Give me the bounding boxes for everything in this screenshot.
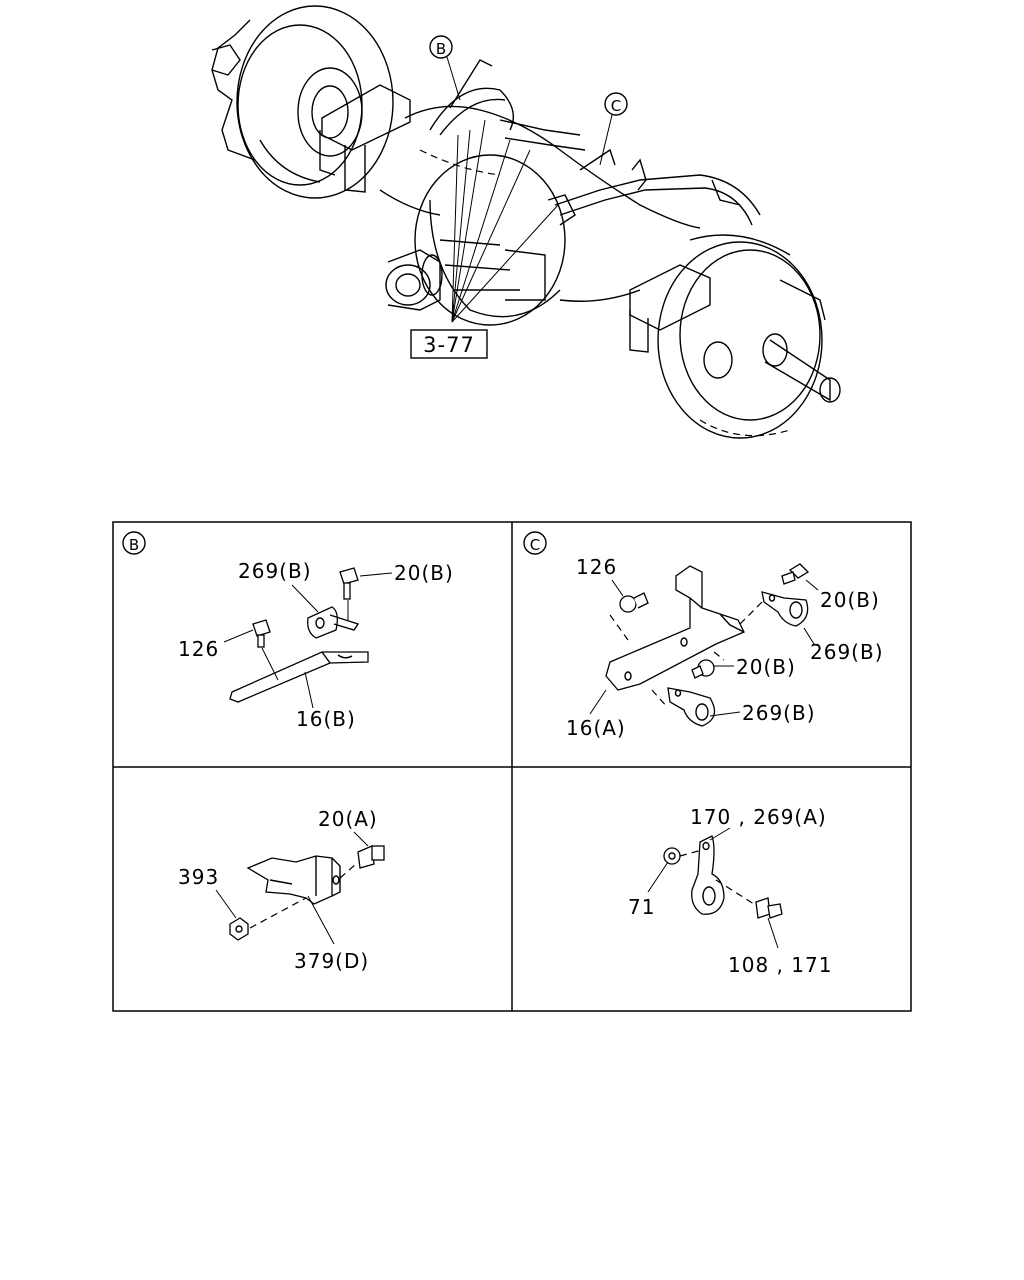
- svg-text:20(B): 20(B): [820, 588, 880, 612]
- bolt-20b-top: [781, 563, 810, 585]
- svg-text:126: 126: [576, 555, 617, 579]
- axle-housing-lower: [379, 189, 641, 302]
- clip-170-269a: [691, 835, 725, 915]
- detail-grid: [112, 521, 912, 1012]
- panel-b: B 269(B) 20(B) 126 16(B): [122, 531, 454, 731]
- callout-b: B: [429, 35, 461, 101]
- svg-text:20(B): 20(B): [394, 561, 454, 585]
- svg-text:3-77: 3-77: [423, 333, 475, 357]
- panel-e: 170 , 269(A) 71 108 , 171: [628, 805, 832, 977]
- svg-text:269(B): 269(B): [238, 559, 312, 583]
- svg-text:393: 393: [178, 865, 219, 889]
- panel-b-letter: B: [122, 531, 146, 555]
- washer-71: [663, 847, 681, 865]
- ref-box-3-77: 3-77: [410, 329, 488, 359]
- svg-text:269(B): 269(B): [742, 701, 816, 725]
- bolt-20b-mid: [691, 659, 715, 679]
- panel-c: C: [523, 531, 884, 740]
- bracket-16a: [605, 565, 745, 691]
- bracket-379d: [246, 855, 341, 905]
- axle-overview-drawing: [211, 5, 841, 439]
- panel-c-letter: C: [523, 531, 547, 555]
- svg-text:B: B: [436, 40, 446, 58]
- bolt-108-171: [755, 897, 783, 919]
- right-spindle: [762, 333, 841, 403]
- differential-carrier: [414, 154, 566, 326]
- left-brake-drum: [211, 5, 394, 199]
- brake-pipe-routing: [429, 59, 761, 226]
- svg-text:269(B): 269(B): [810, 640, 884, 664]
- svg-text:C: C: [611, 97, 621, 115]
- bolt-20b: [339, 567, 359, 600]
- clip-269b: [307, 606, 360, 639]
- right-brake-drum: [657, 234, 826, 439]
- svg-text:170 , 269(A): 170 , 269(A): [690, 805, 827, 829]
- left-spring-seat: [319, 84, 411, 193]
- svg-text:C: C: [530, 536, 540, 554]
- clip-269b-bottom: [667, 687, 716, 727]
- nut-393: [229, 917, 249, 941]
- screw-126-c: [619, 592, 649, 613]
- screw-126: [252, 619, 271, 648]
- right-spring-seat: [629, 264, 711, 353]
- bolt-20a: [357, 845, 385, 869]
- svg-text:379(D): 379(D): [294, 949, 369, 973]
- pinion-flange: [385, 249, 443, 311]
- callout-c: C: [599, 92, 628, 166]
- axle-housing-upper: [404, 105, 701, 229]
- svg-text:71: 71: [628, 895, 655, 919]
- svg-text:16(A): 16(A): [566, 716, 626, 740]
- svg-text:20(B): 20(B): [736, 655, 796, 679]
- ref-leader-lines: [451, 119, 559, 323]
- svg-text:108 , 171: 108 , 171: [728, 953, 832, 977]
- bracket-16b: [229, 651, 369, 703]
- svg-text:20(A): 20(A): [318, 807, 378, 831]
- svg-text:16(B): 16(B): [296, 707, 356, 731]
- panel-d: 20(A) 393 379(D): [178, 807, 385, 973]
- svg-text:126: 126: [178, 637, 219, 661]
- svg-text:B: B: [129, 536, 139, 554]
- clip-269b-top: [761, 591, 809, 627]
